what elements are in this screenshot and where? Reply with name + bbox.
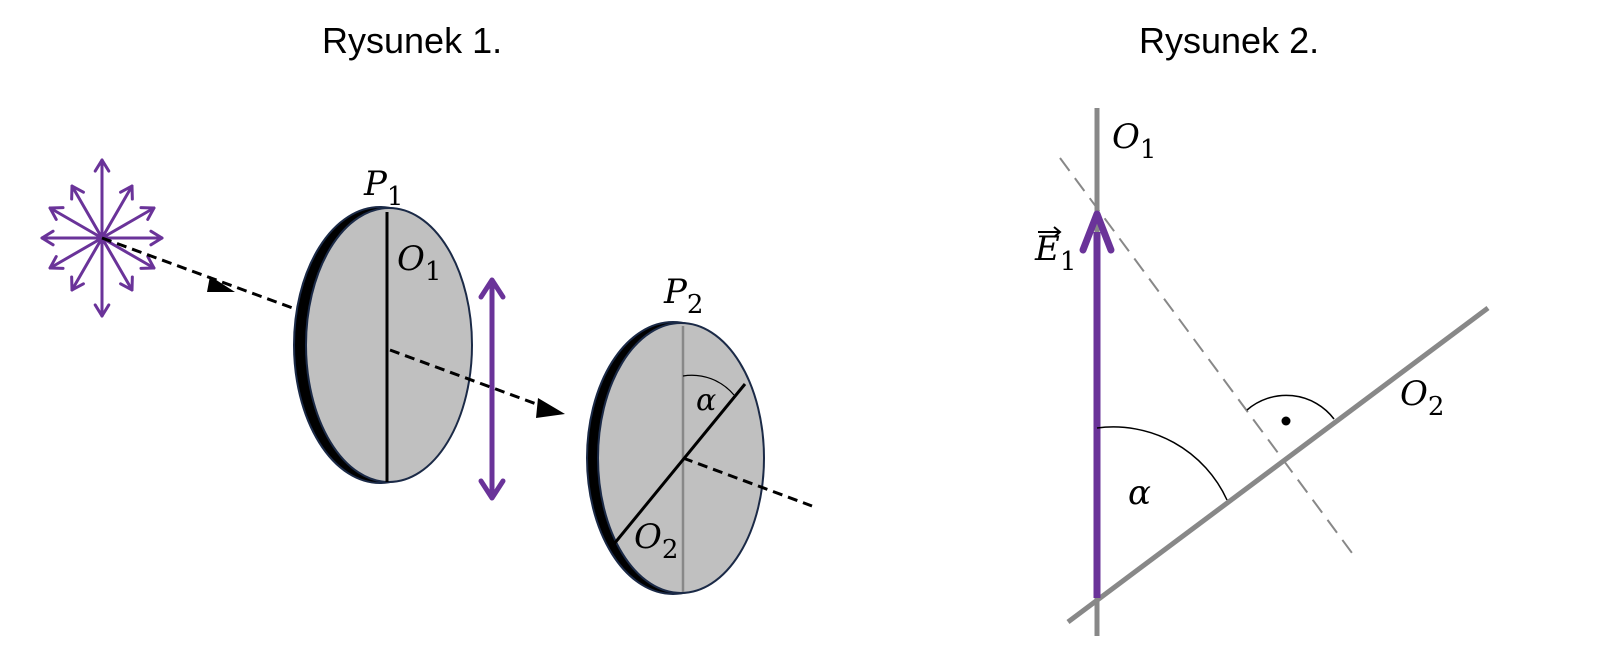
right-angle-arc	[1246, 394, 1335, 420]
polarizer-2-angle-arc	[682, 374, 735, 396]
polarized-beam	[389, 348, 559, 414]
perpendicular-dashed-line	[1059, 157, 1353, 554]
star-ray-arrowhead	[48, 255, 65, 270]
star-ray-arrowhead	[70, 275, 85, 292]
polarization-double-arrow-icon	[478, 277, 506, 501]
beam-arrowhead-2	[536, 398, 565, 418]
polarizer-1-axis-label: O1	[397, 239, 441, 287]
svg-text:E1: E1	[1034, 229, 1076, 277]
right-angle-dot	[1281, 416, 1291, 426]
star-ray	[100, 236, 134, 292]
e1-vector-arrow	[1079, 210, 1115, 598]
axis-o2-line	[1066, 305, 1490, 625]
alpha-angle-label: α	[1128, 473, 1151, 513]
polarizer-1-label: P1	[363, 164, 403, 212]
e1-vector-label: E1	[1034, 226, 1076, 277]
star-ray	[70, 236, 104, 292]
star-ray-arrowhead	[93, 158, 111, 173]
beam-arrowhead-1	[207, 276, 235, 292]
star-ray-arrowhead	[119, 275, 134, 292]
star-ray-arrowhead	[40, 229, 55, 247]
star-ray-arrowhead	[139, 255, 156, 270]
polarizer-2-axis-label: O2	[634, 517, 678, 565]
unpolarized-light-source-icon	[40, 158, 164, 318]
star-ray-arrowhead	[93, 303, 111, 318]
star-ray	[100, 184, 134, 240]
star-ray-arrowhead	[139, 206, 156, 221]
vector-arrow-accent-icon	[1038, 226, 1062, 238]
star-ray-arrowhead	[119, 184, 134, 201]
polarizer-1	[293, 206, 473, 484]
star-ray-arrowhead	[149, 229, 164, 247]
polarizer-2-axis	[612, 383, 747, 545]
star-ray-arrowhead	[48, 206, 65, 221]
polarizer-2	[586, 321, 765, 595]
star-ray-arrowhead	[70, 184, 85, 201]
polarizer-2-angle-label: α	[696, 383, 716, 418]
outgoing-beam	[682, 456, 813, 508]
star-ray	[48, 236, 104, 270]
figure1-title: Rysunek 1.	[322, 20, 503, 61]
axis-o2-label: O2	[1400, 374, 1444, 422]
star-ray	[48, 206, 104, 240]
star-ray	[100, 206, 156, 240]
incident-beam	[101, 236, 299, 312]
axis-o1-label: O1	[1112, 117, 1156, 165]
figure2-title: Rysunek 2.	[1139, 20, 1320, 61]
star-ray	[70, 184, 104, 240]
polarizer-2-label: P2	[663, 272, 703, 320]
star-ray	[100, 236, 156, 270]
alpha-angle-arc	[1096, 426, 1228, 501]
